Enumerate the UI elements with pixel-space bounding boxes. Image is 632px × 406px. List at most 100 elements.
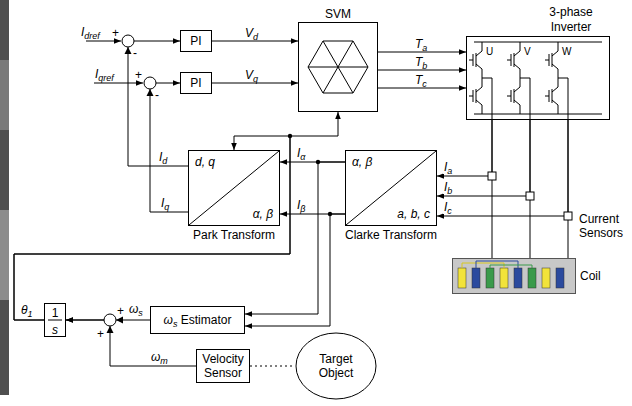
sign-symbol: + [96, 327, 105, 341]
subscript: d [162, 156, 167, 166]
node-text: d, q [195, 155, 215, 169]
text-part: I [161, 196, 164, 210]
text-part: ω [164, 313, 173, 327]
signal-line [378, 70, 466, 71]
junction-dot [328, 212, 332, 216]
node-text: PI [190, 34, 201, 48]
subscript: dref [84, 31, 100, 41]
sensor-block: Velocity Sensor [196, 349, 250, 383]
summing-junction [122, 35, 134, 47]
sign-symbol: - [154, 88, 160, 102]
signal-name: Ic [443, 200, 453, 214]
subscript: b [422, 61, 427, 71]
transform-diagonal [189, 151, 279, 225]
text-part: ω [129, 302, 138, 316]
text-part: Estimator [177, 313, 231, 327]
coil-winding [458, 268, 466, 288]
node-text: SVM [299, 7, 377, 21]
subscript: q [164, 202, 169, 212]
node-text: 1 [45, 306, 65, 320]
node-text: Coil [580, 269, 601, 283]
current-sensor [526, 192, 534, 200]
text-part: V [245, 26, 253, 40]
signal-line [437, 120, 530, 196]
controller-box: PI [180, 72, 212, 94]
signal-line [378, 88, 466, 89]
signal-name: Idref [80, 25, 101, 39]
current-sensor [488, 172, 496, 180]
subscript: β [300, 204, 305, 214]
node-text: Velocity Sensor [200, 352, 246, 380]
signal-name: Ib [443, 180, 453, 194]
signal-line [437, 120, 568, 216]
subscript: a [422, 43, 427, 53]
coil-block: Coil [452, 258, 576, 294]
target-object: Target Object [295, 332, 377, 400]
photo-strip [0, 60, 9, 130]
signal-line [437, 120, 492, 176]
arrowhead [147, 89, 154, 96]
subscript: 1 [28, 309, 33, 319]
text-part: V [245, 68, 253, 82]
subscript: α [300, 152, 305, 162]
junction-dot [316, 160, 320, 164]
node-text: Park Transform [193, 228, 275, 242]
signal-line [378, 52, 466, 53]
text-part: T [415, 55, 422, 69]
signal-name: Iα [296, 146, 306, 160]
signal-line [128, 41, 188, 166]
node-text: U [486, 45, 493, 59]
transform-block: α, βa, b, cClarke Transform [345, 150, 437, 226]
subscript: c [422, 79, 427, 89]
subscript: s [173, 319, 178, 329]
text-part: I [444, 180, 447, 194]
text-part: I [81, 25, 84, 39]
integrator-block: 1s [44, 303, 66, 337]
signal-name: Iβ [296, 198, 307, 212]
subscript: s [138, 308, 143, 318]
photo-strip [0, 0, 9, 395]
controller-box: PI [180, 30, 212, 52]
signal-name: Tb [414, 55, 428, 69]
arrowhead [125, 47, 132, 54]
coil-winding [528, 268, 536, 288]
signal-name: θ1 [20, 303, 34, 317]
subscript: b [447, 186, 452, 196]
node-text: ωs Estimator [164, 313, 232, 327]
signal-name: Tc [414, 73, 428, 87]
node-text: a, b, c [397, 207, 430, 221]
estimator-block: ωs Estimator [150, 306, 245, 334]
signal-name: ωm [150, 350, 169, 364]
coil-winding [486, 268, 494, 288]
subscript: qref [98, 73, 114, 83]
signal-line [66, 320, 196, 366]
subscript: c [447, 206, 452, 216]
text-part: I [444, 200, 447, 214]
sign-symbol: + [134, 68, 143, 82]
target-outline [296, 333, 376, 399]
signal-name: Vd [244, 26, 259, 40]
node-text: PI [190, 76, 201, 90]
text-part: I [297, 146, 300, 160]
node-text: V [524, 45, 531, 59]
subscript: a [447, 166, 452, 176]
text-part: T [415, 37, 422, 51]
signal-name: Vq [244, 68, 259, 82]
subscript: q [253, 74, 258, 84]
node-text: α, β [352, 155, 372, 169]
coil-winding [556, 268, 564, 288]
subscript: m [160, 356, 168, 366]
signal-line [150, 83, 188, 212]
coil-wire [490, 265, 532, 268]
junction-dot [288, 134, 292, 138]
transform-diagonal [346, 151, 436, 225]
text-part: I [95, 67, 98, 81]
node-text: 3-phase Inverter [535, 5, 607, 35]
sign-symbol: + [111, 26, 120, 40]
hexagon-symbol [308, 41, 368, 93]
node-text: α, β [253, 207, 273, 221]
coil-winding [542, 268, 550, 288]
